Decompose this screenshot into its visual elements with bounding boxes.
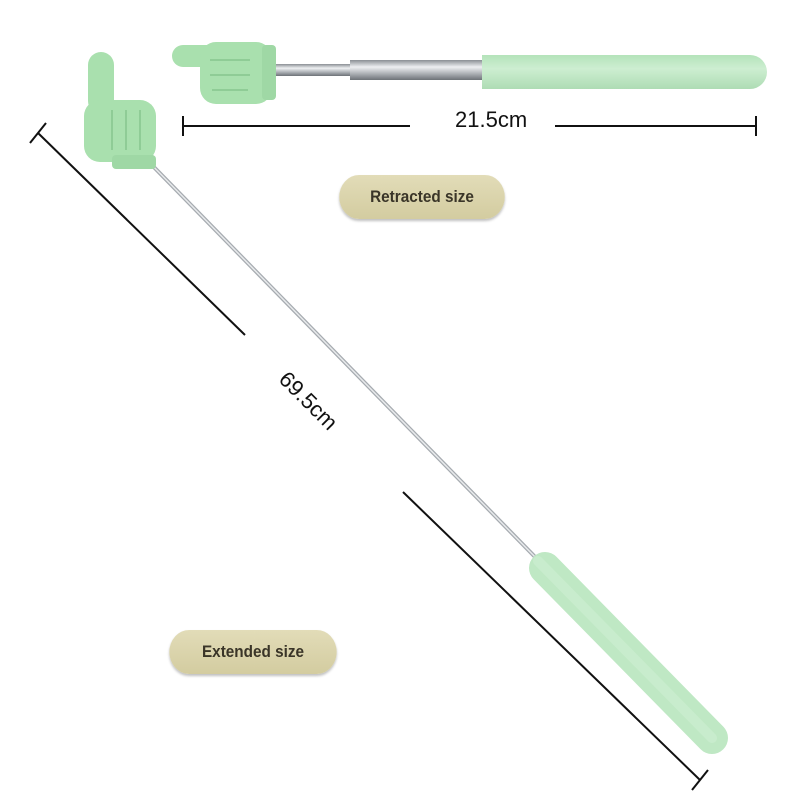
retracted-dimension-line	[182, 116, 757, 136]
retracted-pointer	[172, 42, 767, 104]
pointing-hand-icon	[172, 42, 276, 104]
extended-dimension-line	[29, 122, 709, 791]
raised-finger-hand-icon	[84, 52, 156, 169]
extended-pointer	[84, 52, 728, 754]
retracted-size-badge: Retracted size	[339, 175, 505, 219]
extended-size-badge: Extended size	[169, 630, 337, 674]
retracted-length-label: 21.5cm	[455, 107, 528, 132]
